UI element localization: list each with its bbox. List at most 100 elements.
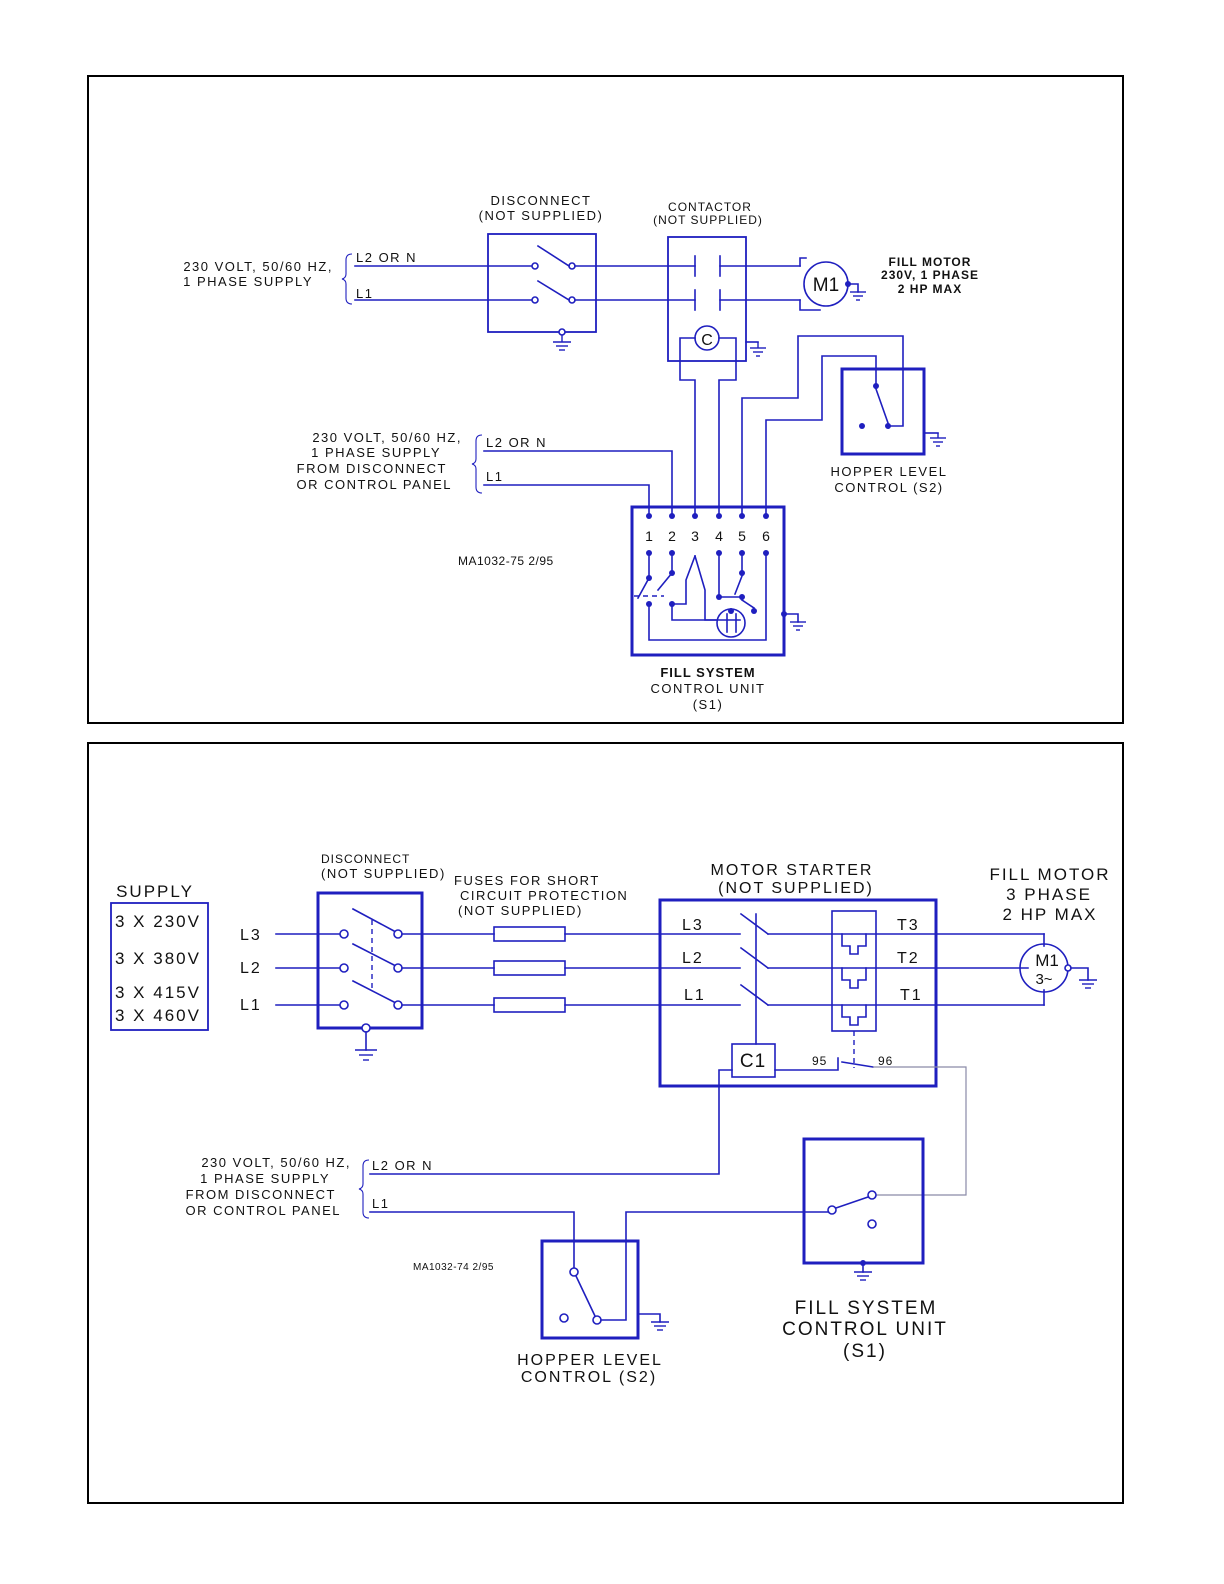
d1-fill-unit-box xyxy=(630,505,786,657)
d1-terminal xyxy=(763,513,769,519)
d1-hopper-label-1: HOPPER LEVEL xyxy=(831,464,948,479)
d1-disconnect-terminal xyxy=(531,296,539,304)
ground-icon xyxy=(1079,979,1097,989)
d2-fill-switch xyxy=(834,1195,870,1210)
d2-disconnect-label-1: DISCONNECT xyxy=(321,852,410,866)
d2-motor-label-2: 3 PHASE xyxy=(1006,885,1092,904)
d2-disconnect-contacts xyxy=(339,907,403,1010)
ground-icon xyxy=(930,433,946,447)
d2-fill-label-2: CONTROL UNIT xyxy=(782,1319,948,1340)
d2-overload-relay xyxy=(831,910,877,1032)
d1-ctrl-wire-l2 xyxy=(483,450,673,516)
d2-fill-label-1: FILL SYSTEM xyxy=(795,1298,938,1319)
d1-ctrl-l2: L2 OR N xyxy=(486,435,547,450)
d2-aux-contact xyxy=(841,1061,874,1068)
d1-ctrl-supply-3: FROM DISCONNECT xyxy=(297,461,447,476)
d2-supply-option: 3 X 415V xyxy=(115,983,201,1002)
d1-coil-wire xyxy=(718,337,737,516)
d1-ground-terminal xyxy=(558,328,566,336)
d2-motor-starter-box xyxy=(658,898,938,1088)
d1-terminal xyxy=(646,513,652,519)
d1-internal-wiring xyxy=(634,550,769,641)
d2-motor-ground-terminal xyxy=(1064,964,1072,972)
ground-icon xyxy=(850,291,866,301)
d2-fill-terminal xyxy=(867,1219,877,1229)
d1-terminal xyxy=(669,513,675,519)
d2-line-label-l2: L2 xyxy=(240,960,262,977)
d2-motor-phase: 3~ xyxy=(1035,971,1052,988)
d1-terminal xyxy=(716,513,722,519)
d2-hopper-label-1: HOPPER LEVEL xyxy=(517,1352,663,1369)
diagram-2-three-phase: SUPPLY 3 X 230V 3 X 380V 3 X 415V 3 X 46… xyxy=(87,742,1124,1504)
d2-fuse xyxy=(493,997,566,1013)
d2-overload-element xyxy=(841,933,867,955)
d1-terminal-label-6: 6 xyxy=(762,528,770,544)
d1-fill-unit-coil xyxy=(716,608,746,638)
d2-coil-c1 xyxy=(731,1043,776,1078)
d1-contactor-label-1: CONTACTOR xyxy=(668,200,752,214)
d2-coil-label: C1 xyxy=(740,1051,766,1072)
d1-terminal-label-3: 3 xyxy=(691,528,699,544)
d1-supply-label-2: 1 PHASE SUPPLY xyxy=(183,274,313,289)
d2-motor-symbol: M1 xyxy=(1035,951,1059,970)
d2-ctrl-supply-2: 1 PHASE SUPPLY xyxy=(200,1171,330,1186)
d2-overload-element xyxy=(841,967,867,989)
d1-wire xyxy=(799,299,821,311)
d1-hopper-label-2: CONTROL (S2) xyxy=(834,480,943,495)
d2-fuse xyxy=(493,960,566,976)
diagram-1-frame xyxy=(87,75,1124,724)
d2-starter-output-t3: T3 xyxy=(897,917,920,934)
d1-terminal-row xyxy=(646,513,769,519)
d2-ctrl-brace xyxy=(358,1159,370,1219)
d2-hopper-wire xyxy=(600,1211,829,1321)
d1-hopper-terminal xyxy=(859,423,865,429)
d2-supply-option: 3 X 460V xyxy=(115,1006,201,1025)
d1-ctrl-wire-l1 xyxy=(483,484,650,516)
d2-ctrl-supply-1: 230 VOLT, 50/60 HZ, xyxy=(201,1155,351,1170)
d1-fill-label-2: CONTROL UNIT xyxy=(650,681,765,696)
d1-terminal-label-5: 5 xyxy=(738,528,746,544)
d2-hopper-terminal xyxy=(569,1267,579,1277)
ground-icon xyxy=(553,335,571,351)
d2-starter-input-l3: L3 xyxy=(682,917,704,934)
d2-fuses-label-3: (NOT SUPPLIED) xyxy=(458,903,583,918)
diagram-1-single-phase: 230 VOLT, 50/60 HZ, 1 PHASE SUPPLY L2 OR… xyxy=(87,75,1124,724)
d2-starter-label-2: (NOT SUPPLIED) xyxy=(718,880,874,897)
d1-disconnect-label-1: DISCONNECT xyxy=(491,193,592,208)
d1-supply-l1: L1 xyxy=(356,286,373,301)
d1-disconnect-terminal xyxy=(531,262,539,270)
d2-starter-label-1: MOTOR STARTER xyxy=(711,862,874,879)
d2-hopper-switch xyxy=(574,1274,597,1318)
d2-disconnect-ground-terminal xyxy=(361,1023,371,1033)
d2-fill-terminal xyxy=(827,1205,837,1215)
d1-ctrl-supply-1: 230 VOLT, 50/60 HZ, xyxy=(312,430,462,445)
d1-disconnect-blade xyxy=(536,244,571,268)
d1-wire xyxy=(847,283,859,293)
d2-drawing-number: MA1032-74 2/95 xyxy=(413,1262,494,1273)
d2-supply-option: 3 X 230V xyxy=(115,912,201,931)
d1-contactor-box xyxy=(667,236,747,362)
d1-contactor-label-2: (NOT SUPPLIED) xyxy=(653,213,763,227)
d1-motor-label-1: FILL MOTOR xyxy=(889,255,972,269)
d2-starter-input-l1: L1 xyxy=(684,987,706,1004)
d1-hopper-wire xyxy=(765,355,877,516)
d1-ctrl-supply-4: OR CONTROL PANEL xyxy=(297,477,452,492)
d2-wire xyxy=(637,1313,661,1323)
d2-ctrl-supply-3: FROM DISCONNECT xyxy=(186,1187,336,1202)
d2-aux-95: 95 xyxy=(812,1054,827,1068)
d1-terminal xyxy=(692,513,698,519)
ground-icon xyxy=(750,342,766,357)
d2-fuses-label-1: FUSES FOR SHORT xyxy=(454,873,600,888)
d2-ctrl-wire-l1 xyxy=(369,1211,575,1269)
d1-drawing-number: MA1032-75 2/95 xyxy=(458,554,554,568)
d2-hopper-label-2: CONTROL (S2) xyxy=(521,1369,657,1386)
d2-ctrl-supply-4: OR CONTROL PANEL xyxy=(186,1203,341,1218)
d1-ctrl-supply-2: 1 PHASE SUPPLY xyxy=(311,445,441,460)
d1-disconnect-blade xyxy=(536,279,571,302)
d2-starter-contacts xyxy=(739,912,1045,1045)
d1-wire xyxy=(783,613,799,623)
ground-icon xyxy=(854,1271,872,1281)
d2-wire xyxy=(1070,967,1089,981)
d1-coil-wire xyxy=(679,337,696,516)
